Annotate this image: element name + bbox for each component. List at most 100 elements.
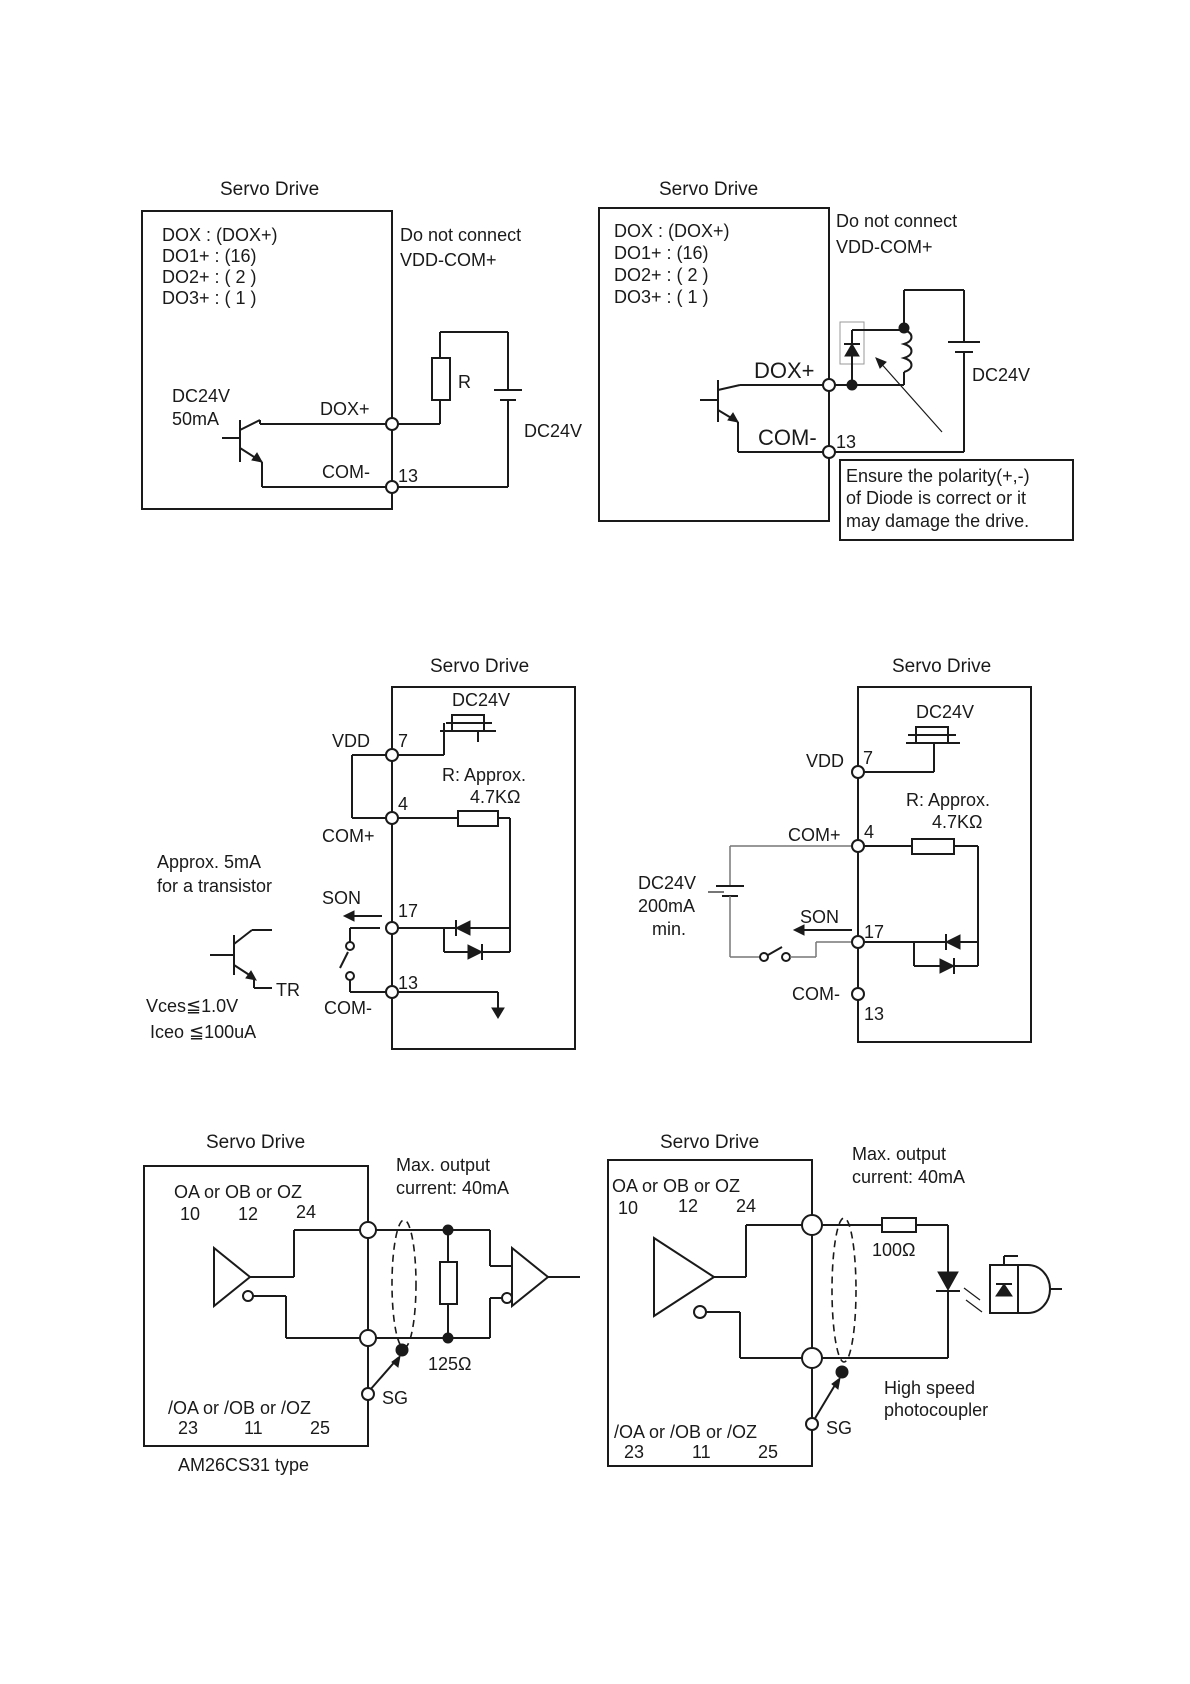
com-minus-label: COM- xyxy=(792,984,840,1004)
r-value-label: 4.7KΩ xyxy=(932,812,982,832)
bottom-pin-25: 25 xyxy=(310,1418,330,1438)
warning-line-1: Ensure the polarity(+,-) xyxy=(846,466,1030,486)
servo-drive-title: Servo Drive xyxy=(892,656,991,677)
com-minus-label: COM- xyxy=(758,425,817,450)
input-resistor-icon xyxy=(911,838,955,855)
sg-terminal xyxy=(361,1387,375,1401)
resistor-label: R xyxy=(458,372,471,392)
diagram-relay-output-inductive-load: Servo Drive DOX : (DOX+) DO1+ : (16) DO2… xyxy=(598,179,1074,541)
com-minus-terminal xyxy=(385,985,399,999)
com-minus-pin-number: 13 xyxy=(398,973,418,993)
top-pin-24: 24 xyxy=(296,1202,316,1222)
top-pin-12: 12 xyxy=(238,1204,258,1224)
r-approx-label: R: Approx. xyxy=(442,765,526,785)
resistor-r-icon xyxy=(431,357,451,401)
iceo-spec: Iceo ≦100uA xyxy=(150,1022,256,1042)
max-output-label: Max. output xyxy=(396,1155,490,1175)
vdd-com-note: VDD-COM+ xyxy=(836,237,933,257)
switch-icon xyxy=(339,951,349,969)
driver-type-label: AM26CS31 type xyxy=(178,1455,309,1475)
son-pin-number: 17 xyxy=(864,922,884,942)
diagram-encoder-output-line-driver: Servo Drive OA or OB or OZ 10 12 24 Max.… xyxy=(143,1132,580,1475)
internal-supply-icon xyxy=(906,726,960,744)
bottom-pin-25: 25 xyxy=(758,1442,778,1462)
son-label: SON xyxy=(322,888,361,908)
supply-label: DC24V xyxy=(452,690,510,710)
do-not-connect-note: Do not connect xyxy=(836,211,957,231)
com-minus-label: COM- xyxy=(322,462,370,482)
junction-dot xyxy=(846,379,858,391)
vdd-pin-number: 7 xyxy=(398,731,408,751)
termination-resistor-icon xyxy=(439,1261,458,1305)
line-receiver-icon xyxy=(511,1245,550,1309)
vdd-label: VDD xyxy=(806,751,844,771)
supply-label: DC24V xyxy=(916,702,974,722)
pin-list-do1: DO1+ : (16) xyxy=(162,246,257,266)
pin-list-dox: DOX : (DOX+) xyxy=(614,221,730,241)
line-driver-icon xyxy=(653,1236,716,1318)
max-current-label: current: 40mA xyxy=(852,1167,965,1187)
supply-label: DC24V xyxy=(972,365,1030,385)
com-plus-terminal xyxy=(851,839,865,853)
transistor-current: 50mA xyxy=(172,409,219,429)
transistor-current-note-2: for a transistor xyxy=(157,876,272,896)
vdd-terminal xyxy=(385,748,399,762)
sg-terminal xyxy=(805,1417,819,1431)
tr-label: TR xyxy=(276,980,300,1000)
photocoupler-label-2: photocoupler xyxy=(884,1400,988,1420)
pin-list-dox: DOX : (DOX+) xyxy=(162,225,278,245)
line-driver-icon xyxy=(213,1245,252,1309)
diagram-relay-output-resistive-load: Servo Drive DOX : (DOX+) DO1+ : (16) DO2… xyxy=(141,179,582,510)
shield-cable-icon xyxy=(391,1219,417,1349)
ext-supply-voltage: DC24V xyxy=(638,873,696,893)
servo-drive-title: Servo Drive xyxy=(430,656,529,677)
com-terminal xyxy=(822,445,836,459)
servo-drive-box xyxy=(598,207,830,522)
relay-coil-icon xyxy=(900,329,913,373)
pin-list-do2: DO2+ : ( 2 ) xyxy=(162,267,257,287)
top-pin-10: 10 xyxy=(618,1198,638,1218)
do-not-connect-note: Do not connect xyxy=(400,225,521,245)
max-output-label: Max. output xyxy=(852,1144,946,1164)
com-minus-label: COM- xyxy=(324,998,372,1018)
bottom-pin-11: 11 xyxy=(244,1418,263,1438)
son-arrow-icon xyxy=(792,924,805,936)
vces-spec: Vces≦1.0V xyxy=(146,996,238,1016)
com-plus-terminal xyxy=(385,811,399,825)
pin-list-do1: DO1+ : (16) xyxy=(614,243,709,263)
son-pin-number: 17 xyxy=(398,901,418,921)
ext-supply-min: min. xyxy=(652,919,686,939)
com-minus-pin-number: 13 xyxy=(864,1004,884,1024)
servo-drive-box xyxy=(857,686,1032,1043)
supply-label: DC24V xyxy=(524,421,582,441)
top-pin-24: 24 xyxy=(736,1196,756,1216)
battery-icon xyxy=(494,389,522,401)
photocoupler-label: High speed xyxy=(884,1378,975,1398)
photocoupler-diodes-icon xyxy=(443,920,510,960)
servo-drive-title: Servo Drive xyxy=(659,179,758,200)
com-minus-terminal xyxy=(851,987,865,1001)
bottom-pin-11: 11 xyxy=(692,1442,711,1462)
son-label: SON xyxy=(800,907,839,927)
com-pin-number: 13 xyxy=(836,432,856,452)
servo-drive-title: Servo Drive xyxy=(206,1132,305,1153)
resistor-value: 125Ω xyxy=(428,1354,472,1374)
sg-label: SG xyxy=(826,1418,852,1438)
com-plus-pin-number: 4 xyxy=(864,822,874,842)
com-plus-label: COM+ xyxy=(322,826,375,846)
shield-cable-icon xyxy=(831,1217,857,1363)
diagram-digital-input-external-supply: Servo Drive DC24V VDD 7 R: Approx. 4.7KΩ… xyxy=(638,656,1032,1043)
warning-line-2: of Diode is correct or it xyxy=(846,488,1026,508)
bottom-pin-23: 23 xyxy=(178,1418,198,1438)
warning-line-3: may damage the drive. xyxy=(846,511,1029,531)
npn-transistor-icon xyxy=(700,380,741,423)
pin-list-do3: DO3+ : ( 1 ) xyxy=(162,288,257,308)
resistor-value: 100Ω xyxy=(872,1240,916,1260)
output-terminal xyxy=(801,1214,823,1236)
inverted-output-terminal xyxy=(801,1347,823,1369)
series-resistor-icon xyxy=(881,1217,917,1233)
transistor-current-note: Approx. 5mA xyxy=(157,852,261,872)
npn-transistor-icon xyxy=(222,419,263,463)
pin-list-do2: DO2+ : ( 2 ) xyxy=(614,265,709,285)
r-approx-label: R: Approx. xyxy=(906,790,990,810)
